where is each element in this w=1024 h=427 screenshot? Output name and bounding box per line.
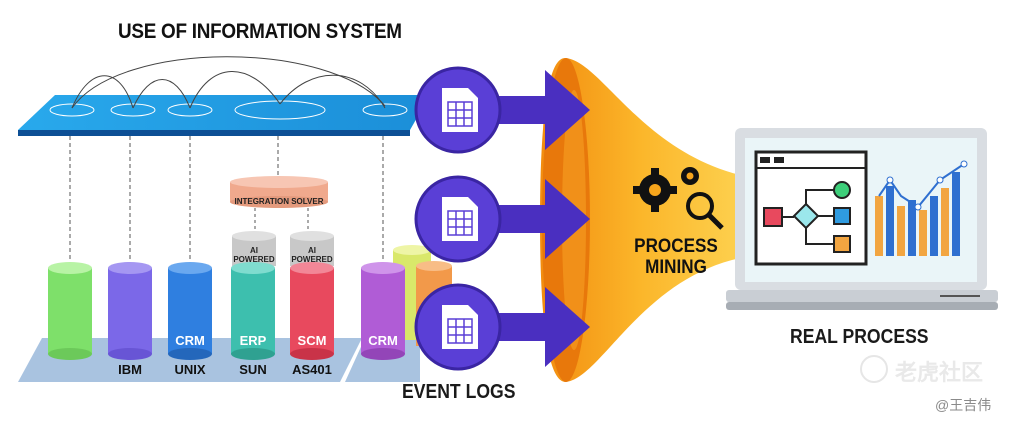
- cylinder-as401: [290, 262, 334, 360]
- page-title: USE OF INFORMATION SYSTEM: [118, 20, 402, 43]
- watermark-brand: 老虎社区: [895, 360, 984, 385]
- cylinder-green: [48, 262, 92, 360]
- real-process-label: REAL PROCESS: [790, 326, 929, 348]
- cylinder-crm-purple: [361, 262, 405, 360]
- ibm-label: IBM: [118, 362, 142, 377]
- sun-label: SUN: [239, 362, 267, 377]
- flowchart-window: [754, 150, 868, 266]
- connector-lines: [69, 136, 384, 262]
- integration-solver-label: INTEGRATION SOLVER: [234, 197, 324, 206]
- event-logs-label: EVENT LOGS: [402, 381, 516, 403]
- as401-label: AS401: [292, 362, 332, 377]
- cylinder-unix: [168, 262, 212, 360]
- gears-icon: [633, 167, 699, 212]
- magnifier-icon: [686, 192, 724, 230]
- ai-powered-cylinder-1: [232, 231, 276, 266]
- unix-label: UNIX: [174, 362, 206, 377]
- bar-line-chart-graphic: [875, 160, 968, 256]
- as401-top-label: SCM: [297, 333, 327, 348]
- watermark-logo-icon: [860, 355, 888, 383]
- integration-solver: [230, 176, 328, 234]
- sun-top-label: ERP: [239, 333, 267, 348]
- information-platform: [18, 56, 430, 136]
- event-log-doc-1: [414, 66, 502, 154]
- event-log-doc-3: [414, 283, 502, 371]
- crm-right-top-label: CRM: [368, 333, 398, 348]
- flow-arrows: [490, 70, 590, 367]
- unix-top-label: CRM: [175, 333, 205, 348]
- cylinder-ibm: [108, 262, 152, 360]
- event-log-doc-2: [414, 175, 502, 263]
- watermark-author: @王吉伟: [935, 397, 992, 413]
- cylinder-sun: [231, 262, 275, 360]
- ai-powered-cylinder-2: [290, 231, 334, 266]
